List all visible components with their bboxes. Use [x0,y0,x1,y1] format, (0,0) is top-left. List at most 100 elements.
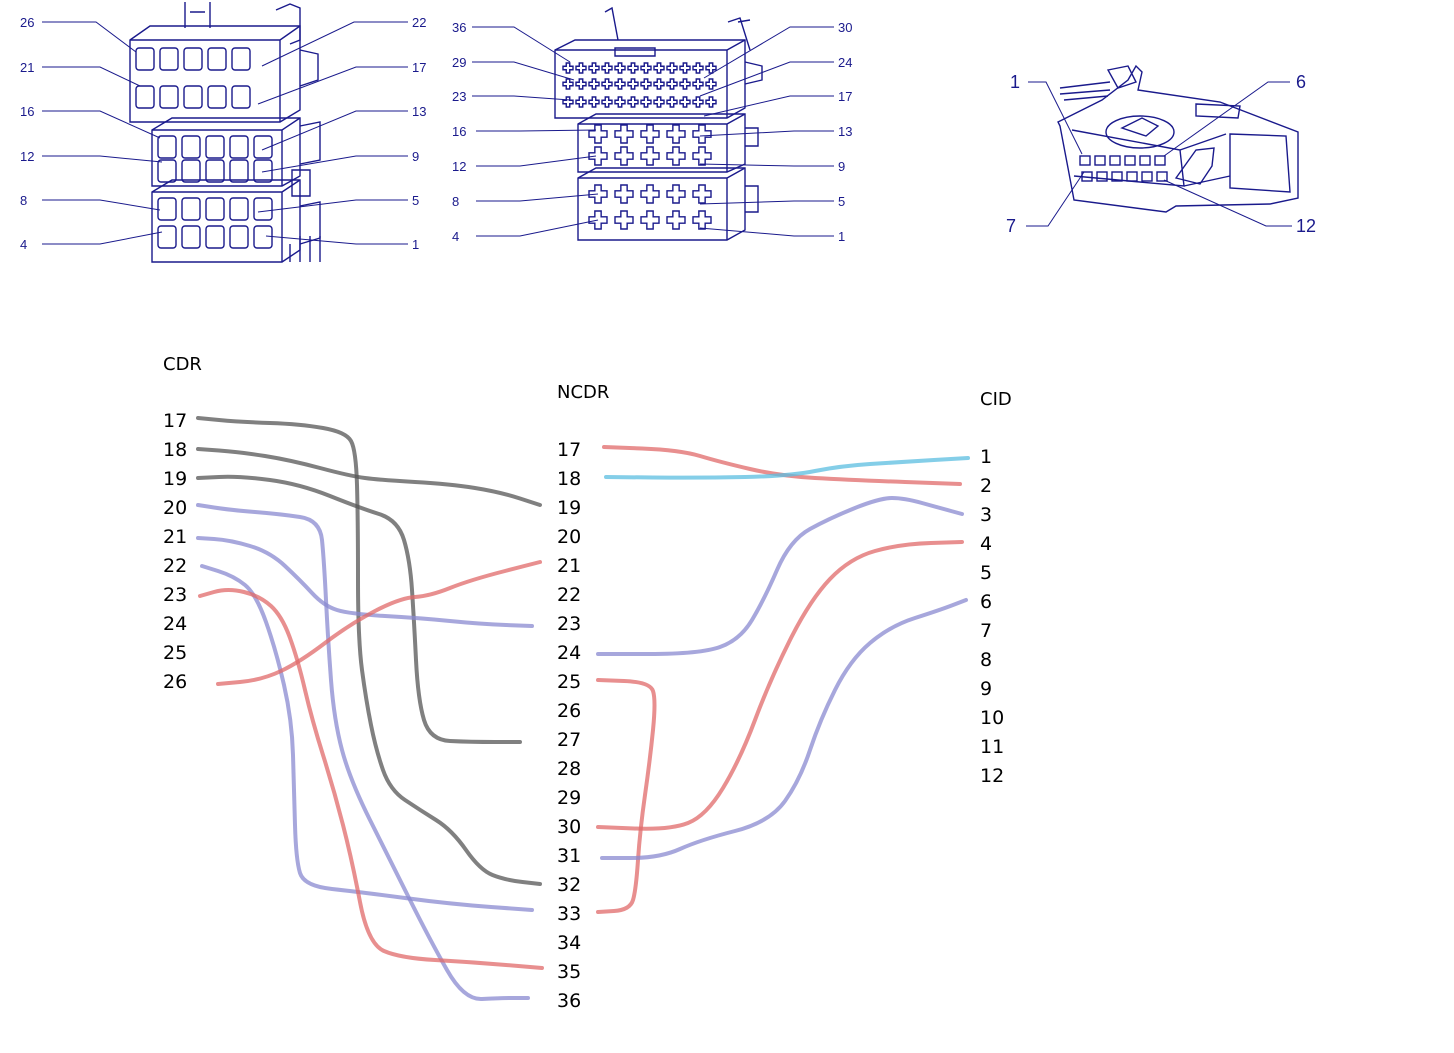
leader-line [1163,179,1292,227]
connector-cell [588,184,608,204]
leader-line [1028,81,1083,155]
connector-cell [135,85,155,109]
pin-label: 31 [557,845,581,867]
connector-cell [666,96,678,108]
wire-cdr-18-to-ncdr-19 [196,447,542,507]
connector-cell [640,124,660,144]
middle-connector-pin-label: 24 [838,55,852,70]
pin-label: 17 [557,439,581,461]
connector-cell [588,62,600,74]
middle-connector-pin-label: 9 [838,159,845,174]
connector-cell [666,210,686,230]
leader-line [472,61,575,81]
connector-cell [157,197,177,221]
leader-line [42,110,161,139]
middle-connector-pin-label: 36 [452,20,466,35]
connector-cell [562,78,574,90]
connector-cell [157,159,177,183]
connector-cell [575,96,587,108]
connector-cell [601,62,613,74]
leader-line [476,193,599,202]
connector-cell [229,225,249,249]
pin-label: 18 [557,468,581,490]
leader-line [703,26,834,79]
connector-cell [157,135,177,159]
middle-connector-pin-label: 12 [452,159,466,174]
wire-cdr-17-to-ncdr-32 [196,416,542,886]
left-connector-pin-label: 13 [412,104,426,119]
connector-cell [588,124,608,144]
pin-label: 21 [163,526,187,548]
connector-cell [614,78,626,90]
leader-line [257,66,408,105]
pin-label: 25 [163,642,187,664]
connector-cell [135,47,155,71]
connector-cell [640,210,660,230]
leader-line [257,199,408,213]
connector-cell [653,78,665,90]
leader-line [472,26,571,63]
wire-cdr-21-to-ncdr-23 [196,536,534,628]
leader-line [42,155,163,163]
pin-label: 30 [557,816,581,838]
left-connector-pin-label: 9 [412,149,419,164]
middle-connector-pin-label: 29 [452,55,466,70]
pin-label: 25 [557,671,581,693]
pin-label: 26 [163,671,187,693]
connector-cell [562,62,574,74]
leader-line [699,61,834,97]
connector-cell [207,47,227,71]
connector-cell [181,197,201,221]
pin-label: 4 [980,533,992,555]
pin-label: 29 [557,787,581,809]
connector-cell [692,184,712,204]
connector-cell [181,159,201,183]
middle-connector-pin-label: 8 [452,194,459,209]
pin-label: 11 [980,736,1004,758]
connector-cell [601,78,613,90]
connector-cell [181,135,201,159]
column-title: CDR [163,354,202,375]
connector-cell [614,210,634,230]
left-connector-pin-label: 1 [412,237,419,252]
pin-label: 10 [980,707,1004,729]
connector-cell [1109,155,1121,166]
pin-label: 12 [980,765,1004,787]
leader-line [42,21,137,53]
connector-cell [229,159,249,183]
left-connector-pin-label: 4 [20,237,27,252]
connector-cell [627,62,639,74]
wire-ncdr-17-to-cid-2 [602,445,962,486]
middle-connector-pin-label: 13 [838,124,852,139]
left-connector-pin-label: 12 [20,149,34,164]
pin-label: 6 [980,591,992,613]
connector-cell [1124,155,1136,166]
pin-label: 7 [980,620,992,642]
wire-ncdr-25-to-ncdr-33 [596,678,657,914]
connector-cell [1126,171,1138,182]
connector-cell [575,78,587,90]
connector-cell [666,62,678,74]
connector-cell [653,96,665,108]
connector-cell [692,124,712,144]
connector-cell [679,78,691,90]
left-connector-pin-label: 17 [412,60,426,75]
pin-label: 20 [163,497,187,519]
wire-cdr-20-to-ncdr-36 [196,503,530,1001]
left-connector-pin-label: 8 [20,193,27,208]
wire-cdr-19-to-ncdr-27 [196,474,522,744]
leader-line [476,219,599,237]
connector-cell [614,96,626,108]
middle-connector-pin-label: 5 [838,194,845,209]
connector-cell [205,197,225,221]
middle-connector-pin-label: 30 [838,20,852,35]
leader-line [261,110,408,151]
connector-cell [231,47,251,71]
connector-cell [640,184,660,204]
leader-line [699,163,834,167]
connector-cell [207,85,227,109]
connector-cell [253,159,273,183]
cid-connector-pin-label: 1 [1010,72,1020,92]
